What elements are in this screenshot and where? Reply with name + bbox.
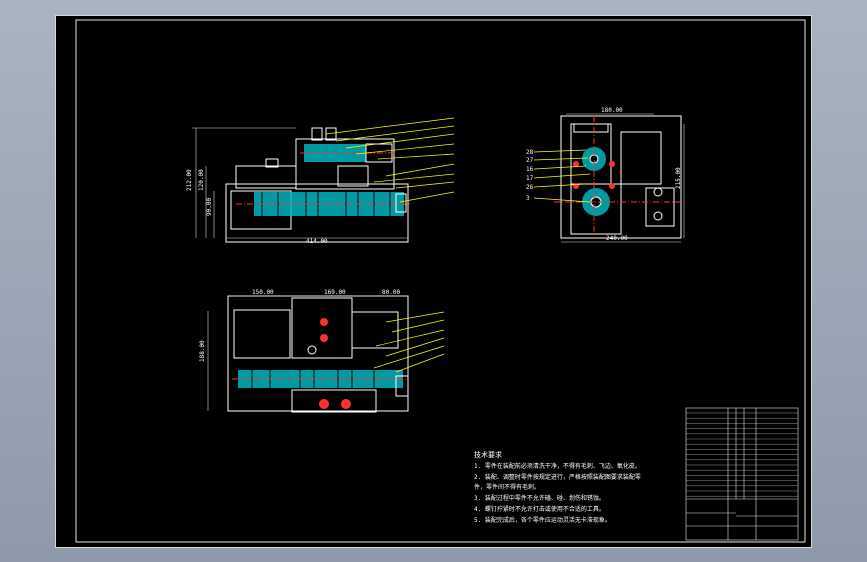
top-dim-c: 80.00: [382, 289, 400, 296]
side-label-16: 16: [526, 166, 534, 173]
side-outline: [560, 115, 682, 239]
inner-frame: [75, 19, 806, 543]
top-dim-height: 188.00: [199, 340, 206, 362]
top-dim-a: 150.00: [252, 289, 274, 296]
front-dim-height-total: 212.00: [186, 169, 193, 191]
tech-note-line: 3. 装配过程中零件不允许磕、碰、划伤和锈蚀。: [474, 494, 605, 502]
front-dim-width: 414.00: [306, 238, 328, 245]
side-view: 28 27 16 17 26 3 180.00 240.00 215.00: [526, 107, 685, 243]
front-base-block: [225, 183, 409, 243]
drawing-sheet: 414.00 212.00 120.00 90.00 28: [55, 15, 812, 548]
front-leaders: [325, 117, 455, 203]
parts-list: [686, 412, 798, 497]
top-outline: [227, 295, 409, 412]
side-dim-top: 180.00: [601, 107, 623, 114]
front-motor-top: [235, 165, 297, 189]
technical-requirements: 技术要求 1. 零件在装配前必须清洗干净，不得有毛刺、飞边、氧化皮。 2. 装配…: [474, 450, 641, 524]
side-dim-height: 215.00: [675, 167, 682, 189]
front-clamp-body: [295, 138, 395, 190]
cad-drawing: 414.00 212.00 120.00 90.00 28: [75, 19, 806, 543]
front-dim-height-low: 90.00: [206, 198, 213, 216]
tech-note-line: 4. 螺钉拧紧时不允许打击或使用不合适的工具。: [474, 505, 605, 513]
front-bolt-1: [311, 127, 323, 141]
side-label-3: 3: [526, 195, 530, 202]
side-label-17: 17: [526, 175, 534, 182]
side-label-26: 26: [526, 184, 534, 191]
tech-note-line: 5. 装配完成后，各个零件应运动灵活无卡滞现象。: [474, 516, 611, 524]
side-label-28: 28: [526, 149, 534, 156]
front-dim-height-mid: 120.00: [198, 169, 205, 191]
side-label-27: 27: [526, 157, 534, 164]
side-dim-bottom: 240.00: [606, 235, 628, 242]
front-motor-cap: [265, 158, 279, 168]
tech-notes-title: 技术要求: [474, 450, 502, 459]
front-view: 414.00 212.00 120.00 90.00: [186, 117, 455, 245]
title-block: [685, 407, 799, 541]
top-view: 150.00 169.00 80.00 188.00: [199, 289, 445, 413]
tech-note-line: 件，零件间不得有毛刺。: [474, 483, 540, 491]
tech-note-line: 1. 零件在装配前必须清洗干净，不得有毛刺、飞边、氧化皮。: [474, 462, 641, 470]
tech-note-line: 2. 装配、调整时零件按规定进行，严格按照装配图要求装配零: [474, 473, 641, 481]
top-dim-b: 169.00: [324, 289, 346, 296]
